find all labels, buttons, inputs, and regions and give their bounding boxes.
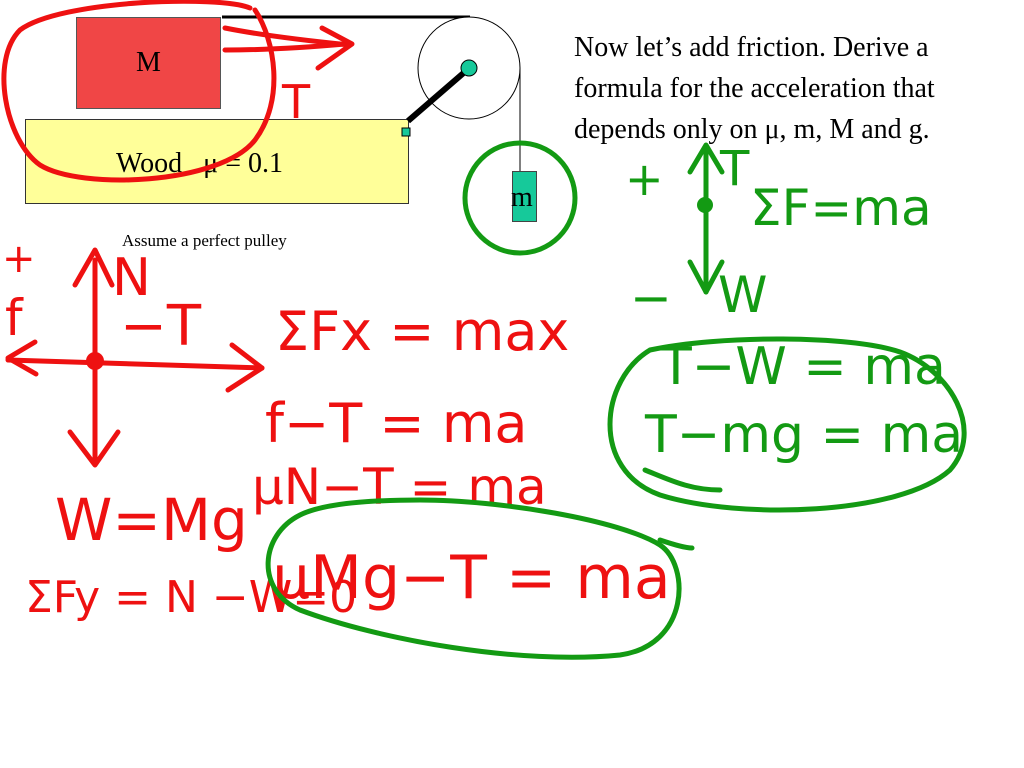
pulley-note: Assume a perfect pulley — [122, 231, 287, 250]
pulley-axle — [460, 59, 478, 77]
green-down-arrowhead — [687, 259, 725, 295]
eq-sum-fy: ΣFy = N −W=0 — [25, 572, 357, 623]
green-tick — [642, 467, 723, 493]
fbd-horizontal-axis — [5, 357, 265, 371]
fbd-left-arrowhead — [5, 339, 39, 377]
pulley-mount — [401, 127, 411, 137]
green-up-arrowhead — [687, 142, 725, 175]
red-loop-around-M — [1, 0, 277, 183]
green-plus: + — [625, 152, 664, 206]
block-small-m — [512, 171, 537, 222]
green-fbd-dot — [697, 197, 713, 213]
block-small-label: m — [511, 182, 533, 213]
fbd-origin-dot — [86, 352, 104, 370]
green-minus: − — [630, 269, 672, 327]
block-big-M: M — [76, 17, 221, 109]
fbd-down-arrowhead — [67, 429, 121, 468]
green-weight-label: W — [718, 266, 767, 324]
green-eq-t-minus-w: T−W = ma — [659, 337, 946, 397]
fbd-friction-label: f — [5, 289, 24, 347]
red-tension-arrow-shaft-2 — [222, 41, 348, 53]
problem-statement: Now let’s add friction. Derive a formula… — [574, 32, 935, 145]
red-tension-arrowhead — [315, 25, 355, 71]
fbd-right-arrowhead — [225, 342, 265, 393]
eq-f-minus-t: f−T = ma — [265, 392, 528, 455]
green-loop-tail — [657, 537, 695, 551]
green-circle-around-m — [462, 140, 578, 256]
pulley-arm — [406, 67, 469, 124]
eq-muMg-minus-t: μMg−T = ma — [272, 543, 671, 613]
red-tension-label: T — [281, 75, 311, 129]
eq-weight: W=Mg — [55, 486, 248, 554]
green-tension-label: T — [719, 141, 750, 197]
fbd-normal-label: N — [112, 248, 151, 308]
green-loop-around-result — [265, 497, 682, 660]
green-eq-t-minus-mg: T−mg = ma — [644, 405, 963, 465]
fbd-up-arrowhead — [72, 247, 115, 288]
eq-sum-fx: ΣFx = max — [275, 300, 569, 363]
surface-label: Wood μ = 0.1 — [116, 148, 283, 179]
fbd-minus-T-label: −T — [120, 294, 202, 359]
green-sum-f: ΣF=ma — [750, 179, 932, 237]
fbd-plus: + — [2, 236, 36, 282]
wood-table: Wood μ = 0.1 — [25, 119, 409, 204]
green-ellipse-equations — [607, 336, 967, 513]
block-big-label: M — [136, 47, 161, 78]
